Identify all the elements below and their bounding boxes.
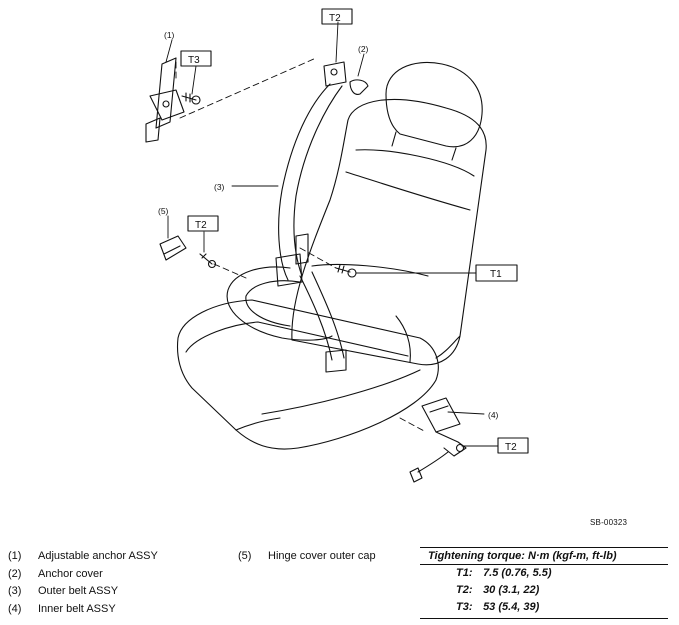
torque-bottom-rule [420,616,668,619]
t1-box [475,264,518,282]
outer-belt [226,83,347,373]
torque-value: 53 (5.4, 39) [483,601,540,613]
legend-text: Hinge cover outer cap [268,550,376,562]
legend-middle: (5) Hinge cover outer cap [238,548,376,566]
legend-num: (5) [238,550,252,562]
legend-item: (5) Hinge cover outer cap [238,548,376,566]
t1-bolt [335,264,357,278]
torque-label: T2: [456,584,473,596]
legend-num: (2) [8,567,22,580]
legend-num: (3) [8,585,22,597]
legend-text: Inner belt ASSY [38,602,116,615]
adjustable-anchor [145,57,185,143]
legend-item: (3) Outer belt ASSY [8,583,158,601]
t2-top-box [321,8,353,25]
inner-belt-buckle [409,397,467,483]
legend-left: (1) Adjustable anchor ASSY (2) Anchor co… [8,548,158,618]
t2-buckle-box [497,437,529,454]
t2-top-label: T2 [329,13,341,24]
callout-4: (4) [488,410,499,420]
legend-num: (1) [8,550,22,562]
t2-left-box [187,215,219,232]
t2-left-bolt [199,253,217,269]
callout-3: (3) [214,182,225,192]
seat-back [291,98,487,366]
callout-1: (1) [164,30,175,40]
legend-num: (4) [8,602,22,615]
torque-row: T1: 7.5 (0.76, 5.5) [420,565,668,582]
torque-value: 30 (3.1, 22) [483,584,540,596]
leader-lines [165,21,499,447]
t2-left-label: T2 [195,220,207,231]
t1-label: T1 [490,269,502,280]
torque-row: T2: 30 (3.1, 22) [420,582,668,599]
legend-item: (2) Anchor cover [8,566,158,584]
hinge-cover [159,235,187,261]
t3-box [180,50,212,67]
legend-text: Outer belt ASSY [38,585,119,597]
t3-label: T3 [188,55,200,66]
callout-5: (5) [158,206,169,216]
torque-table: Tightening torque: N·m (kgf-m, ft-lb) T1… [420,547,668,619]
torque-row: T3: 53 (5.4, 39) [420,599,668,616]
legend-text: Adjustable anchor ASSY [38,550,158,562]
seat-cushion [176,299,439,450]
shoulder-anchor [323,61,369,95]
guide-lines [175,57,427,433]
headrest [385,61,483,161]
callout-2: (2) [358,44,369,54]
t2-buckle-label: T2 [505,442,517,453]
torque-label: T1: [456,567,473,579]
legend-item: (4) Inner belt ASSY [8,601,158,619]
torque-label: T3: [456,601,473,613]
figure-id: SB-00323 [590,518,628,527]
legend-item: (1) Adjustable anchor ASSY [8,548,158,566]
torque-value: 7.5 (0.76, 5.5) [483,567,552,579]
legend-text: Anchor cover [38,567,103,580]
t3-bolt [181,92,201,105]
torque-header: Tightening torque: N·m (kgf-m, ft-lb) [420,547,668,565]
